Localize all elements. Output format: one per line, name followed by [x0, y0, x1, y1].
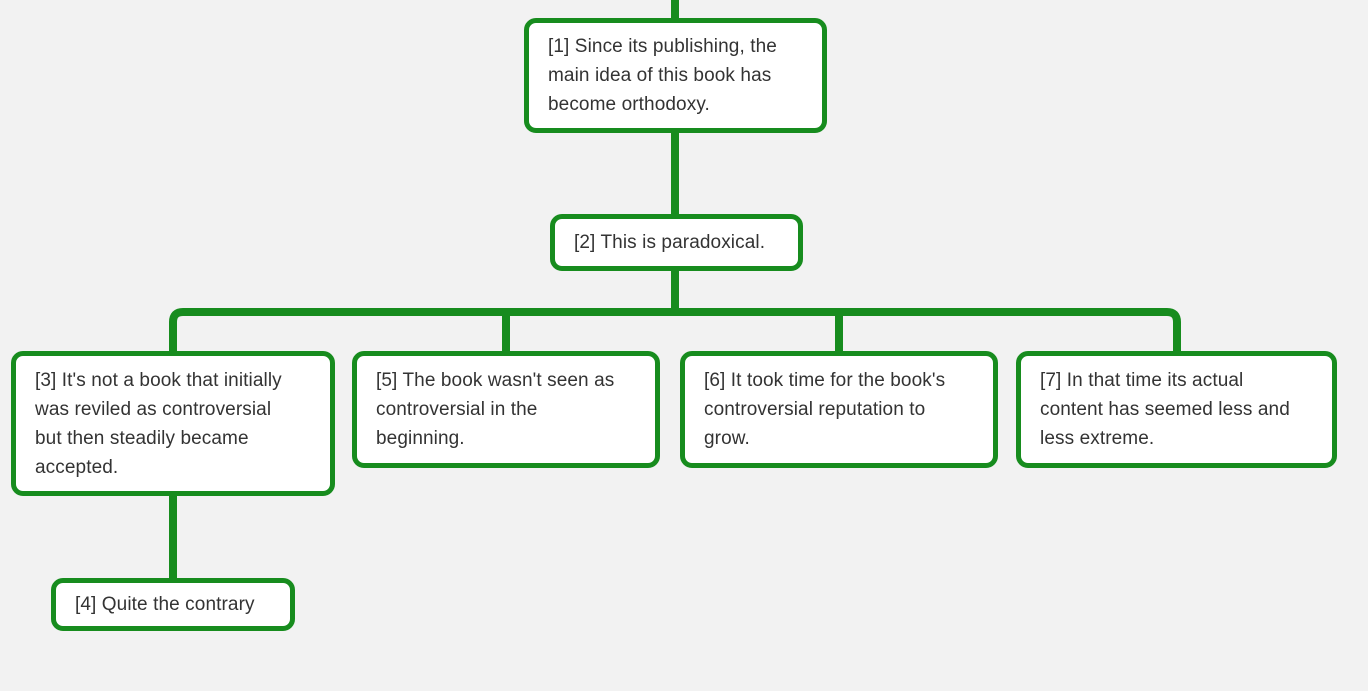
- node-text-2: [2] This is paradoxical.: [574, 232, 766, 253]
- node-box-2[interactable]: [2] This is paradoxical.: [550, 214, 803, 271]
- node-text-7: [7] In that time its actual content has …: [1040, 370, 1290, 449]
- node-text-4: [4] Quite the contrary: [75, 594, 255, 615]
- node-text-3: [3] It's not a book that initially was r…: [35, 369, 282, 478]
- node-text-5: [5] The book wasn't seen as controversia…: [376, 370, 615, 449]
- node-text-6: [6] It took time for the book's controve…: [704, 370, 946, 449]
- node-box-3[interactable]: [3] It's not a book that initially was r…: [11, 351, 335, 496]
- node-box-7[interactable]: [7] In that time its actual content has …: [1016, 351, 1337, 468]
- edge-children-bar: [169, 308, 1181, 356]
- node-box-5[interactable]: [5] The book wasn't seen as controversia…: [352, 351, 660, 468]
- node-box-4[interactable]: [4] Quite the contrary: [51, 578, 295, 631]
- node-text-1: [1] Since its publishing, the main idea …: [548, 36, 777, 115]
- node-box-1[interactable]: [1] Since its publishing, the main idea …: [524, 18, 827, 133]
- node-box-6[interactable]: [6] It took time for the book's controve…: [680, 351, 998, 468]
